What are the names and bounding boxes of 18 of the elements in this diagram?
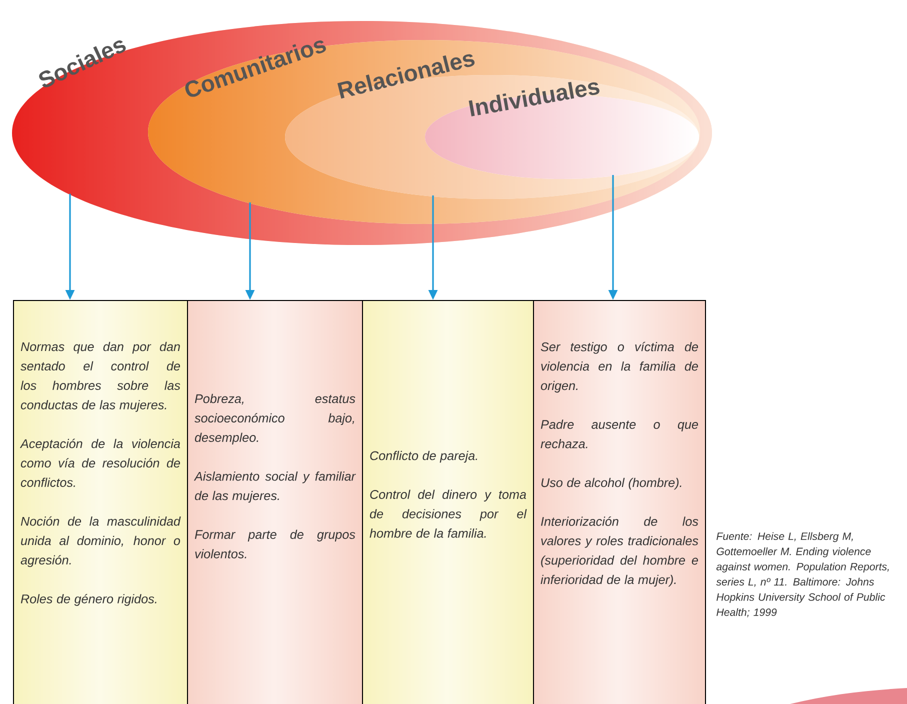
factor-text: Normas que dan por dan sentado el control de los hombres sobre las conductas de las mujeres.	[20, 342, 180, 412]
factor-text: Noción de la masculinidad unida al dominio, honor o agresión.	[20, 516, 181, 568]
factor-column	[187, 300, 363, 704]
factor-text: Ser testigo o víctima de violencia en la familia de origen.	[540, 342, 698, 393]
factor-text: Padre ausente o que rechaza.	[540, 420, 698, 448]
factor-text: Interiorización de los valores y roles tradicionales (superioridad del hombre e inferioridad de la mujer).	[540, 516, 698, 587]
source-note: Fuente: Heise L, Ellsberg M, Gottemoeller M. Ending violence against women. Population Reports, series L, nº 11. Baltimore: Johns Hopkins University School of Public Health; 1999	[716, 532, 889, 618]
factor-column	[13, 300, 188, 704]
factor-text: Formar parte de grupos violentos.	[194, 530, 356, 558]
factor-text: Aislamiento social y familiar de las mujeres.	[194, 472, 356, 503]
factor-text: Roles de género rigidos.	[20, 594, 156, 606]
factor-column	[533, 300, 706, 704]
factor-text: Uso de alcohol (hombre).	[541, 478, 682, 490]
factor-text: Aceptación de la violencia como vía de resolución de conflictos.	[20, 438, 180, 487]
factor-text: Pobreza, estatus socioeconómico bajo, desempleo.	[194, 394, 356, 444]
factor-text: Control del dinero y toma de decisiones por el hombre de la familia.	[370, 490, 527, 538]
factor-text: Conflicto de pareja.	[370, 450, 478, 463]
factor-column	[362, 300, 534, 704]
